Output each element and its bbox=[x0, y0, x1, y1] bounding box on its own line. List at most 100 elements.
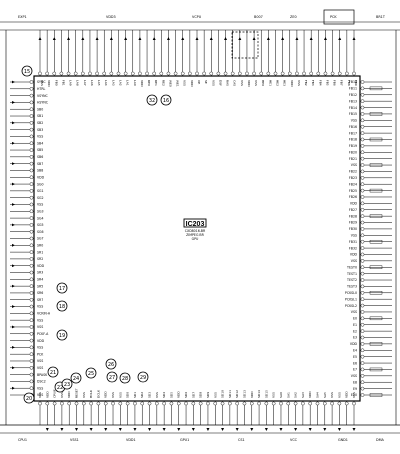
pin-pad bbox=[29, 141, 34, 146]
pin-pad bbox=[315, 401, 320, 406]
pin-pad bbox=[60, 401, 64, 406]
pin-label: FB14 bbox=[349, 106, 357, 110]
pin-label: LA7 bbox=[83, 80, 87, 86]
pin-label: FB23 bbox=[349, 176, 357, 180]
arrow-mark bbox=[12, 386, 15, 390]
pin-label: SB2 bbox=[37, 121, 43, 125]
pin-pad bbox=[123, 71, 128, 76]
pin-pad bbox=[360, 163, 365, 167]
pin-pad bbox=[29, 291, 34, 295]
pin-label: TEST0 bbox=[346, 265, 357, 269]
pin-label: E3 bbox=[353, 336, 357, 340]
pin-label: FB30 bbox=[349, 227, 357, 231]
pin-label: FB8 bbox=[347, 80, 351, 86]
pin-pad bbox=[360, 112, 365, 116]
pin-pad bbox=[38, 71, 42, 76]
pin-label: VSS bbox=[60, 392, 64, 398]
pin-label: FB17 bbox=[349, 131, 357, 135]
pin-pad bbox=[360, 131, 365, 135]
pin-pad bbox=[118, 401, 123, 406]
pin-label: SD1 bbox=[133, 392, 137, 398]
pin-pad bbox=[176, 401, 181, 406]
pin-pad bbox=[245, 71, 249, 76]
callout-circle bbox=[56, 282, 68, 294]
callout-circle bbox=[21, 65, 33, 77]
resistor bbox=[369, 137, 383, 142]
pin-pad bbox=[360, 386, 365, 391]
callout-number: 32 bbox=[149, 98, 155, 104]
resistor bbox=[369, 342, 383, 346]
pin-pad bbox=[360, 188, 365, 193]
callout-circle bbox=[146, 94, 158, 106]
pin-pad bbox=[29, 250, 34, 254]
pin-pad bbox=[360, 182, 365, 187]
pin-pad bbox=[29, 114, 34, 118]
pin-pad bbox=[147, 401, 152, 406]
pin-label: HTRL bbox=[37, 87, 46, 91]
pin-label: FB25 bbox=[349, 189, 357, 193]
pin-label: SD11 bbox=[228, 390, 232, 398]
pin-label: VSS bbox=[351, 374, 357, 378]
arrow-mark bbox=[294, 428, 298, 431]
pin-label: LA6 bbox=[90, 80, 94, 86]
resistor bbox=[369, 291, 383, 295]
arrow-mark bbox=[12, 80, 15, 84]
pin-pad bbox=[184, 401, 188, 406]
arrow-mark bbox=[235, 428, 239, 431]
pin-pad bbox=[82, 401, 86, 406]
callout-number: 19 bbox=[59, 333, 65, 339]
edge-label: GPU1 bbox=[180, 438, 189, 442]
pin-label: PCKSL1 bbox=[345, 297, 357, 301]
callout-circle bbox=[56, 300, 68, 312]
pin-label: SB1 bbox=[37, 114, 43, 118]
pin-label: LA9 bbox=[69, 80, 73, 86]
callout-number: 22 bbox=[57, 385, 63, 391]
pin-pad bbox=[180, 71, 185, 76]
pin-pad bbox=[360, 354, 365, 359]
pin-label: VDD bbox=[67, 391, 71, 398]
arrow-mark bbox=[12, 203, 15, 206]
pin-label: FB11 bbox=[349, 87, 357, 91]
pin-pad bbox=[45, 71, 49, 76]
pin-pad bbox=[29, 243, 34, 248]
chip-part: CXD8016-BR bbox=[185, 229, 206, 233]
pin-label: CPUIF bbox=[53, 389, 57, 398]
pin-label: FB19 bbox=[349, 144, 357, 148]
pin-label: VDD bbox=[350, 202, 358, 206]
pin-pad bbox=[145, 71, 149, 76]
pin-label: VSS bbox=[37, 393, 43, 397]
pin-pad bbox=[360, 86, 365, 91]
pin-label: VDD bbox=[350, 253, 358, 257]
pin-pad bbox=[360, 169, 365, 174]
pin-label: FB7 bbox=[340, 80, 344, 86]
pin-label: FB24 bbox=[349, 182, 357, 186]
pin-label: VSS bbox=[118, 392, 122, 398]
pin-label: VDD bbox=[47, 80, 51, 87]
pin-label: FB3 bbox=[311, 80, 315, 86]
pin-label: VSS bbox=[183, 80, 187, 86]
arrow-mark bbox=[12, 325, 15, 329]
pin-pad bbox=[67, 401, 72, 406]
pin-pad bbox=[360, 156, 365, 161]
pin-label: LA5 bbox=[97, 80, 101, 86]
pin-pad bbox=[360, 278, 365, 282]
pin-pad bbox=[29, 318, 34, 322]
pin-pad bbox=[280, 71, 285, 76]
pin-label: E9 bbox=[353, 387, 357, 391]
pin-label: RE1 bbox=[154, 80, 158, 86]
pin-pad bbox=[52, 401, 57, 406]
arrow-mark bbox=[224, 37, 228, 40]
arrow-mark bbox=[12, 101, 15, 104]
arrow-mark bbox=[12, 121, 15, 125]
pin-pad bbox=[188, 71, 192, 76]
callout-circle bbox=[106, 371, 118, 383]
arrow-mark bbox=[133, 428, 137, 431]
pin-pad bbox=[360, 80, 365, 84]
pin-pad bbox=[264, 401, 269, 406]
callout-number: 24 bbox=[73, 376, 79, 382]
pin-pad bbox=[309, 71, 313, 76]
pin-pad bbox=[169, 401, 174, 406]
pin-label: SG6 bbox=[37, 230, 44, 234]
pin-pad bbox=[29, 257, 34, 261]
arrow-mark bbox=[209, 37, 213, 40]
